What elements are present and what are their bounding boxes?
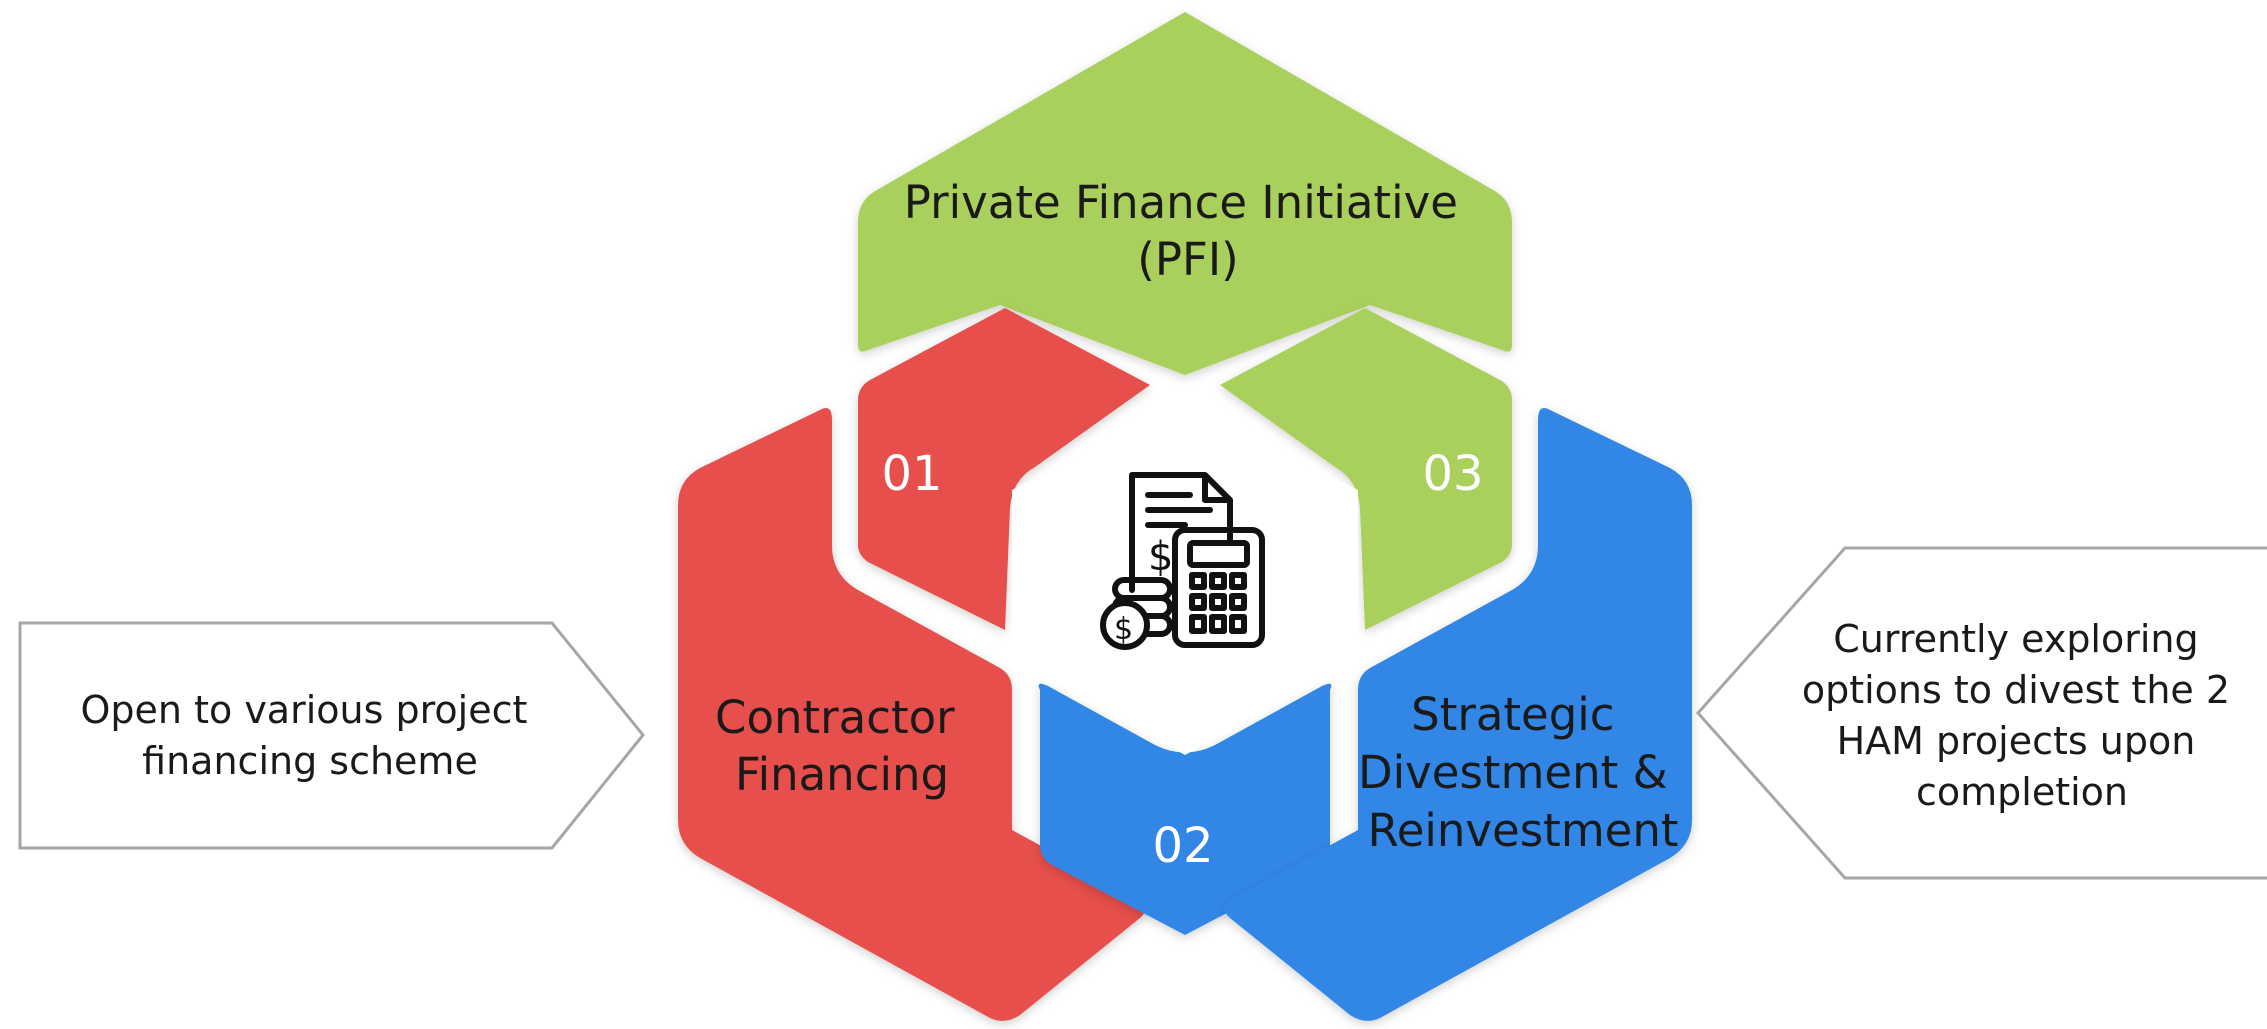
pfi-segment <box>858 12 1512 375</box>
center-hexagon <box>1012 400 1358 755</box>
right-callout-box <box>1695 546 2267 880</box>
pfi-label-line-2: (PFI) <box>1137 233 1238 286</box>
strategic-divestment-segment <box>1224 407 1692 1021</box>
finance-calculator-icon: $ $ <box>1100 472 1265 650</box>
segment-01-tab <box>858 308 1150 630</box>
right-callout-line-3: HAM projects upon <box>1837 719 2196 763</box>
strategic-divestment-label: Strategic Divestment & Reinvestment <box>1358 688 1682 857</box>
pfi-label-line-1: Private Finance Initiative <box>904 176 1458 229</box>
left-callout-line-1: Open to various project <box>81 688 528 732</box>
strategic-label-line-3: Reinvestment <box>1367 804 1678 857</box>
contractor-financing-label: Contractor Financing <box>715 691 969 801</box>
svg-text:$: $ <box>1148 534 1173 580</box>
pfi-label: Private Finance Initiative (PFI) <box>904 176 1472 286</box>
right-callout-line-1: Currently exploring <box>1833 617 2198 661</box>
strategic-label-line-1: Strategic <box>1411 688 1614 741</box>
number-02: 02 <box>1152 818 1213 874</box>
segment-02-tab <box>1038 683 1332 935</box>
left-callout-box <box>18 621 645 850</box>
contractor-financing-segment <box>678 407 1146 1021</box>
left-callout-text: Open to various project financing scheme <box>81 688 540 783</box>
contractor-label-line-2: Financing <box>735 748 949 801</box>
svg-text:$: $ <box>1114 612 1133 647</box>
strategic-label-line-2: Divestment & <box>1358 746 1668 799</box>
number-01: 01 <box>881 446 942 502</box>
right-callout-line-2: options to divest the 2 <box>1802 668 2230 712</box>
number-03: 03 <box>1422 446 1483 502</box>
right-callout-line-4: completion <box>1916 770 2128 814</box>
left-callout-line-2: financing scheme <box>142 739 478 783</box>
contractor-label-line-1: Contractor <box>715 691 955 744</box>
right-callout-text: Currently exploring options to divest th… <box>1802 617 2242 814</box>
segment-03-tab <box>1220 308 1512 630</box>
